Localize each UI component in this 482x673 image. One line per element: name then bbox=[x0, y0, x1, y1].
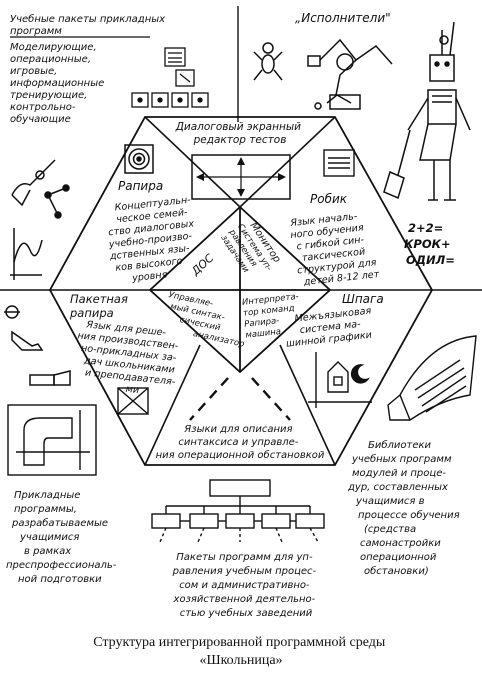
bottom-packages-text: Пакеты программ для уп- равления учебным… bbox=[172, 552, 320, 619]
robik-formula: 2+2= КРОК+ ОДИЛ= bbox=[404, 221, 455, 267]
shpaga-title: Шпага bbox=[342, 292, 384, 306]
caption-line-1: Структура интегрированной программной ср… bbox=[93, 635, 386, 650]
house-graph-icon bbox=[308, 352, 372, 408]
bottom-right-text: Библиотеки учебных программ модулей и пр… bbox=[347, 439, 463, 577]
bottom-sector-text: Языки для описания синтаксиса и управле-… bbox=[156, 424, 325, 461]
quadrant-dividers bbox=[0, 6, 482, 291]
top-right-title: „Исполнители" bbox=[295, 11, 391, 25]
editor-title: Диалоговый экранный редактор тестов bbox=[175, 121, 305, 146]
open-book-icon bbox=[387, 335, 477, 422]
dashed-connectors bbox=[189, 377, 291, 421]
central-diamond bbox=[148, 205, 332, 374]
blueprint-icon bbox=[7, 404, 97, 476]
dos-label: ДОС bbox=[188, 251, 216, 278]
tree-diagram bbox=[151, 479, 325, 543]
robot-figures bbox=[253, 21, 471, 201]
packet-rapira-title: Пакетная рапира bbox=[69, 292, 132, 320]
caption-line-2: «Школьница» bbox=[199, 653, 282, 668]
top-left-small-icons bbox=[131, 47, 209, 108]
rapira-title: Рапира bbox=[118, 179, 163, 193]
robik-card-icon bbox=[323, 149, 355, 177]
left-side-tool-icons bbox=[4, 159, 71, 386]
editor-title-line-2: редактор тестов bbox=[193, 134, 287, 146]
editor-screen-icon bbox=[191, 154, 291, 200]
interpreter-label: Интерпрета- тор команд Рапира- машина bbox=[242, 292, 306, 341]
crossed-box-icon bbox=[117, 387, 149, 415]
editor-title-line-1: Диалоговый экранный bbox=[175, 121, 301, 133]
robik-text: Язык началь- ного обучения с гибкой син-… bbox=[289, 209, 381, 289]
monitor-label: Монитор Система уп- равления задачами bbox=[218, 215, 286, 287]
rapira-text: Концептуальн- ческое семей- ство диалого… bbox=[103, 194, 202, 286]
target-icon bbox=[124, 144, 154, 174]
top-left-text: Учебные пакеты прикладных программ Модел… bbox=[10, 13, 168, 125]
robik-title: Робик bbox=[310, 192, 348, 206]
bottom-left-text: Прикладные программы, разрабатываемые уч… bbox=[6, 490, 120, 585]
figure-caption: Структура интегрированной программной ср… bbox=[93, 635, 389, 668]
